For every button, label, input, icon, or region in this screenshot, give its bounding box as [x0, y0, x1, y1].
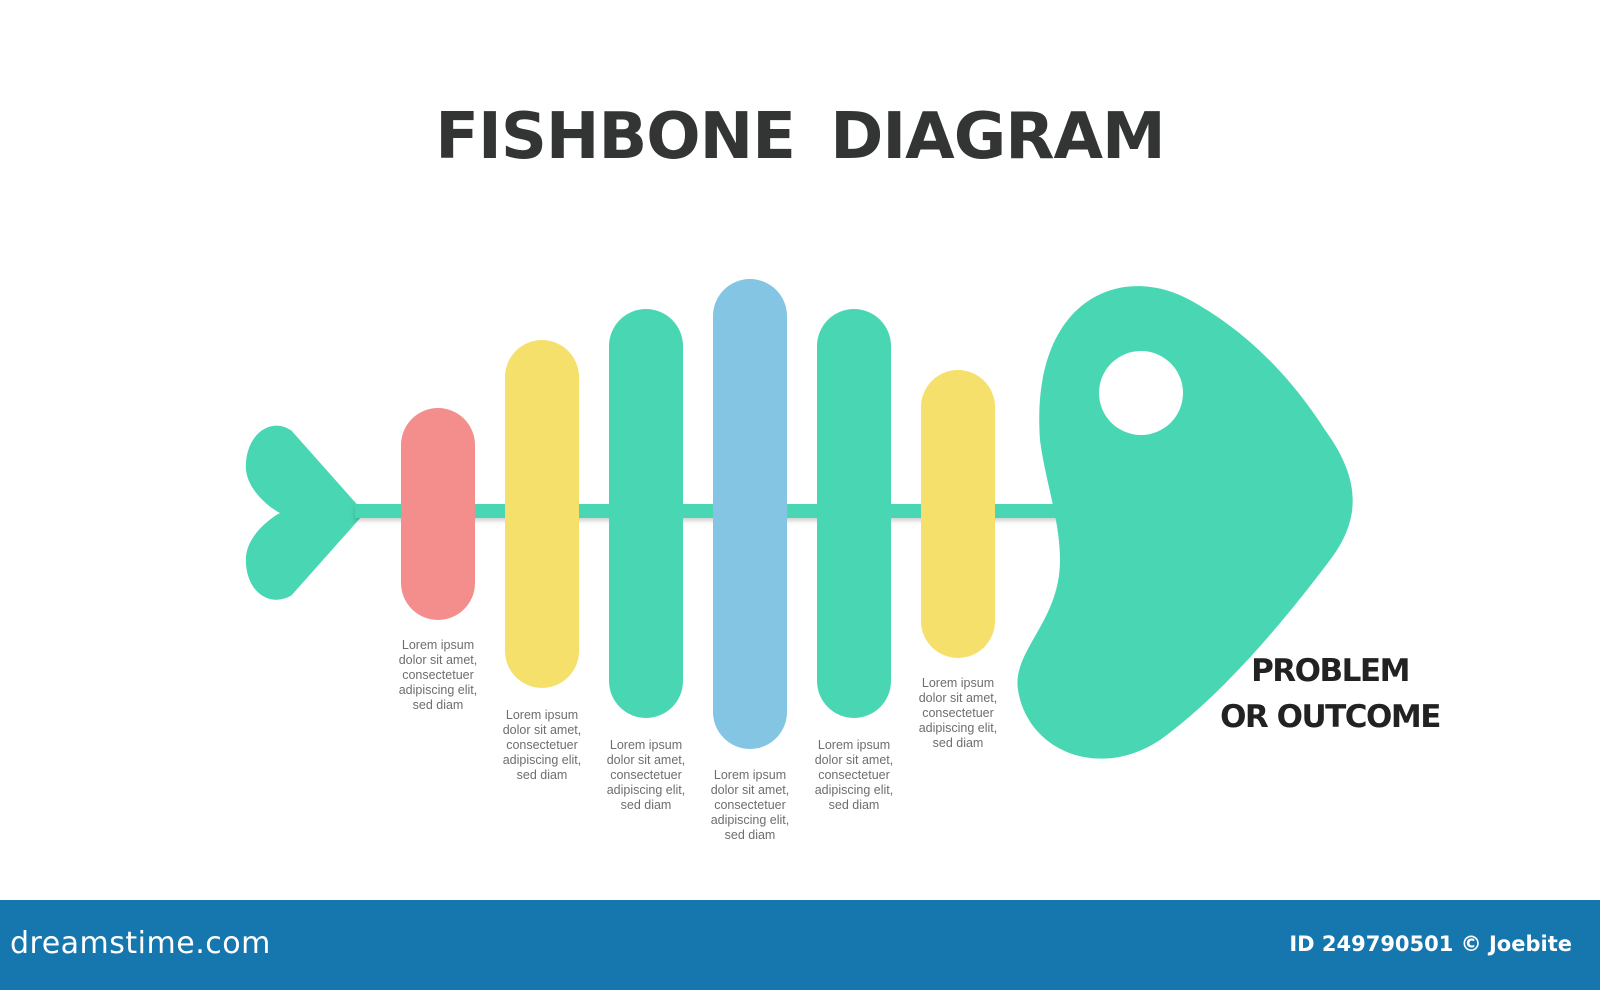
caption-line: dolor sit amet,: [918, 691, 998, 705]
caption-line: sed diam: [828, 798, 880, 812]
caption-line: Lorem ipsum: [921, 676, 995, 690]
caption-line: adipiscing elit,: [710, 813, 790, 827]
caption-line: sed diam: [620, 798, 672, 812]
caption-line: adipiscing elit,: [398, 683, 478, 697]
footer-bar: dreamstime.com ID 249790501 © Joebite: [0, 900, 1600, 990]
caption-line: sed diam: [412, 698, 464, 712]
caption-line: dolor sit amet,: [606, 753, 686, 767]
caption-line: consectetuer: [506, 738, 578, 752]
caption-line: Lorem ipsum: [609, 738, 683, 752]
image-credit: ID 249790501 © Joebite: [1289, 932, 1572, 956]
caption-line: dolor sit amet,: [398, 653, 478, 667]
fish-tail: [245, 425, 364, 600]
caption-line: dolor sit amet,: [710, 783, 790, 797]
caption-line: Lorem ipsum: [713, 768, 787, 782]
caption-line: Lorem ipsum: [817, 738, 891, 752]
bone-3: [609, 309, 683, 718]
caption-line: adipiscing elit,: [502, 753, 582, 767]
diagram-title: FISHBONE DIAGRAM: [435, 100, 1165, 174]
caption-line: sed diam: [724, 828, 776, 842]
caption-line: Lorem ipsum: [401, 638, 475, 652]
caption-line: consectetuer: [402, 668, 474, 682]
caption-line: adipiscing elit,: [606, 783, 686, 797]
caption-line: dolor sit amet,: [814, 753, 894, 767]
caption-line: consectetuer: [610, 768, 682, 782]
caption-line: consectetuer: [818, 768, 890, 782]
caption-line: Lorem ipsum: [505, 708, 579, 722]
bone-4: [713, 279, 787, 749]
bone-5: [817, 309, 891, 718]
bone-1: [401, 408, 475, 620]
caption-line: consectetuer: [922, 706, 994, 720]
caption-line: adipiscing elit,: [814, 783, 894, 797]
bone-2: [505, 340, 579, 688]
caption-line: sed diam: [516, 768, 568, 782]
caption-line: consectetuer: [714, 798, 786, 812]
caption-line: sed diam: [932, 736, 984, 750]
caption-line: dolor sit amet,: [502, 723, 582, 737]
bone-6: [921, 370, 995, 658]
fish-eye: [1099, 351, 1183, 435]
outcome-line-2: OR OUTCOME: [1220, 699, 1441, 735]
caption-line: adipiscing elit,: [918, 721, 998, 735]
problem-outcome-label: PROBLEM OR OUTCOME: [1220, 648, 1441, 740]
outcome-line-1: PROBLEM: [1251, 653, 1410, 689]
fish-skeleton: [245, 279, 1353, 759]
brand-logo-text[interactable]: dreamstime.com: [10, 926, 271, 961]
